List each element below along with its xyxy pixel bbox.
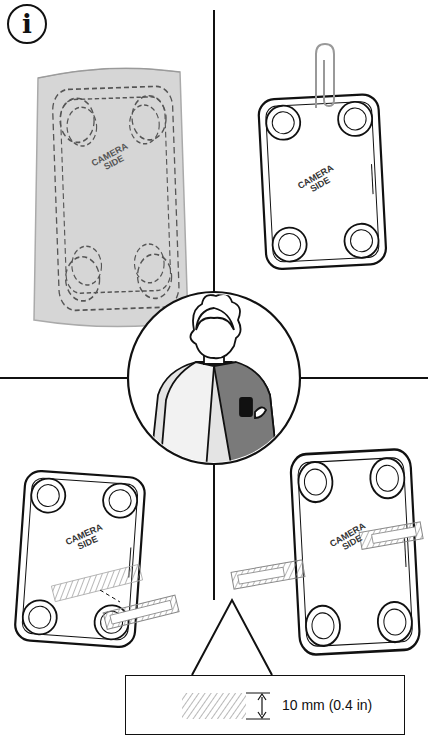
node-text: 10 mm (0.4 in) bbox=[282, 697, 372, 713]
callout-box: 10 mm (0.4 in) bbox=[125, 675, 405, 735]
node-text: i bbox=[22, 11, 32, 37]
info-icon: i bbox=[7, 4, 47, 44]
